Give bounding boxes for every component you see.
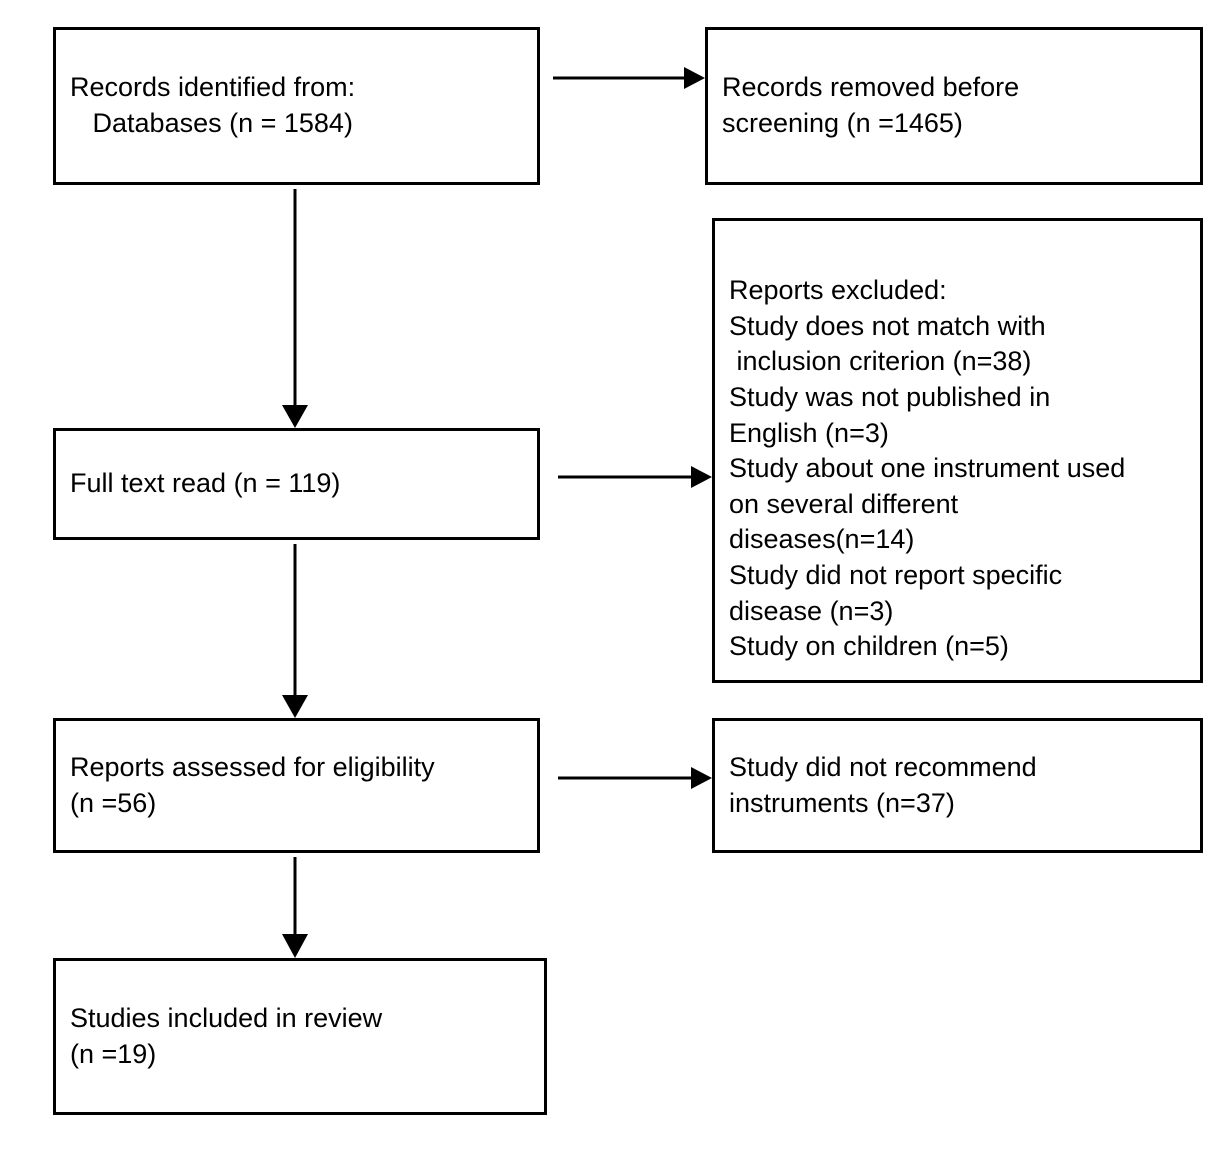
arrow-assessed-to-included (279, 857, 311, 958)
box-reports-excluded-text: Reports excluded: Study does not match w… (729, 275, 1126, 662)
box-no-recommendation: Study did not recommend instruments (n=3… (712, 718, 1203, 853)
box-records-removed-text: Records removed before screening (n =146… (722, 72, 1020, 138)
arrow-fulltext-to-excluded (558, 461, 712, 493)
box-full-text-read-text: Full text read (n = 119) (70, 468, 341, 499)
box-records-identified: Records identified from: Databases (n = … (53, 27, 540, 185)
box-studies-included: Studies included in review (n =19) (53, 958, 547, 1115)
box-records-identified-text: Records identified from: Databases (n = … (70, 72, 356, 138)
box-reports-assessed: Reports assessed for eligibility (n =56) (53, 718, 540, 853)
arrow-fulltext-to-assessed (279, 544, 311, 718)
arrow-identified-to-fulltext (279, 189, 311, 428)
box-records-removed: Records removed before screening (n =146… (705, 27, 1203, 185)
box-reports-assessed-text: Reports assessed for eligibility (n =56) (70, 751, 435, 818)
box-studies-included-text: Studies included in review (n =19) (70, 1002, 383, 1069)
arrow-identified-to-removed (553, 62, 705, 94)
box-full-text-read: Full text read (n = 119) (53, 428, 540, 540)
box-reports-excluded: Reports excluded: Study does not match w… (712, 218, 1203, 683)
box-no-recommendation-text: Study did not recommend instruments (n=3… (729, 751, 1037, 818)
arrow-assessed-to-norecommend (558, 762, 712, 794)
